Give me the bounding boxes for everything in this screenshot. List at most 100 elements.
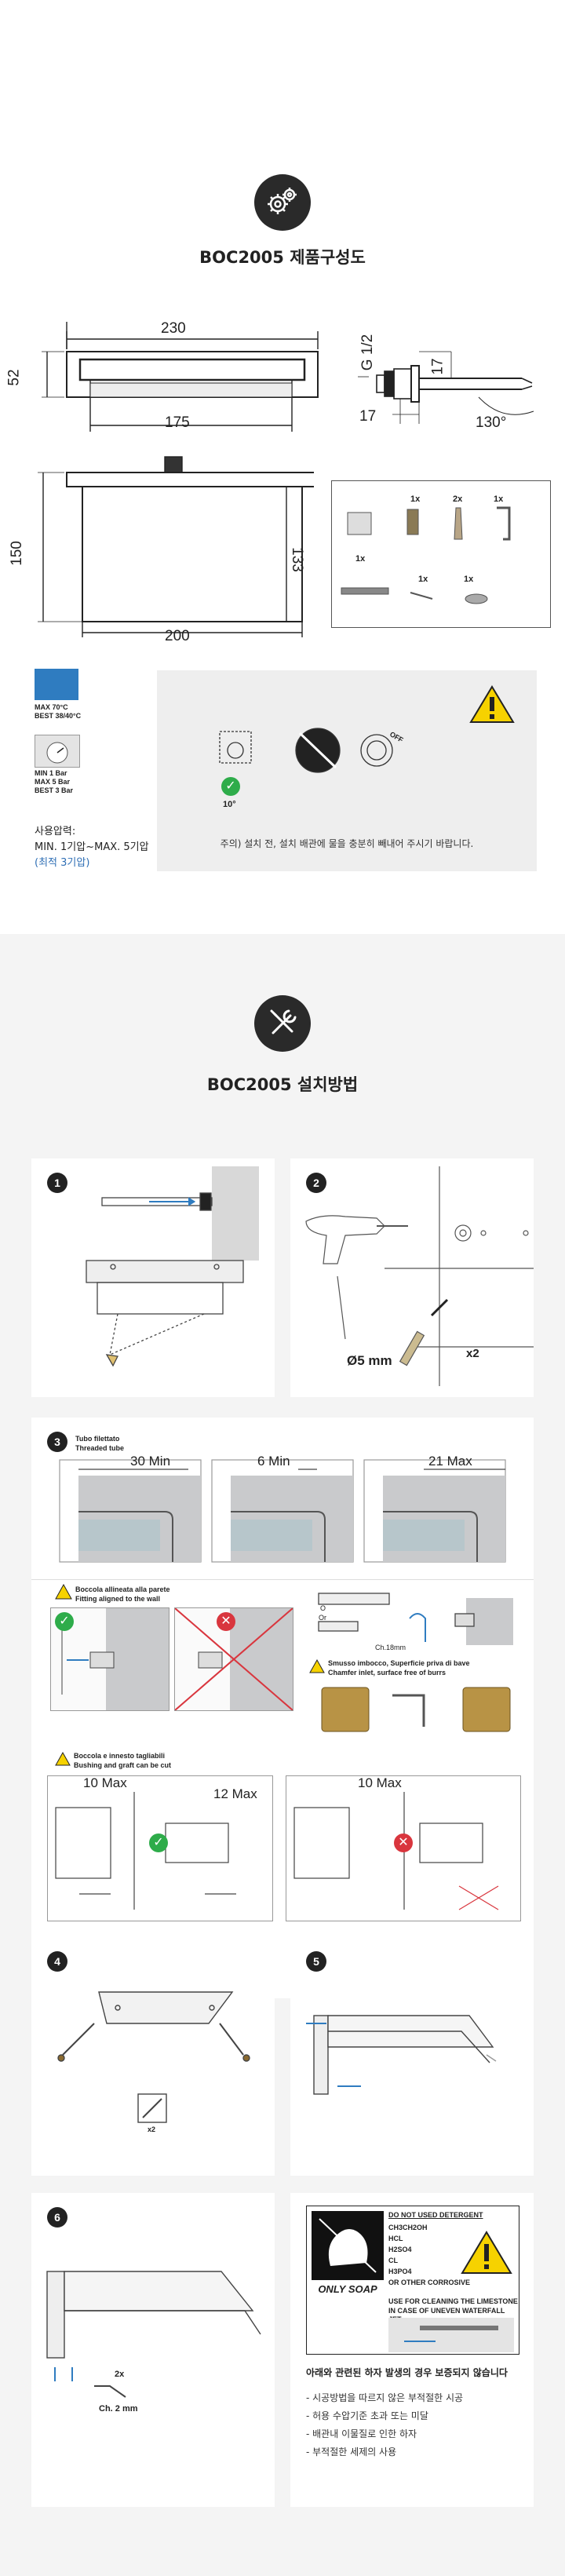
warning-small-icon-1 bbox=[55, 1584, 72, 1600]
notice-item-3: - 배관내 이물질로 인한 하자 bbox=[306, 2428, 417, 2439]
step-2-illustration bbox=[305, 1166, 534, 1386]
depth-label-2: 6 Min bbox=[257, 1454, 290, 1469]
part-qty-3: 1x bbox=[494, 494, 504, 504]
cut-label-en: Bushing and graft can be cut bbox=[74, 1761, 172, 1769]
depth-label-3: 21 Max bbox=[428, 1454, 472, 1469]
top-view-drawing bbox=[42, 322, 319, 432]
parts-box: 1x 2x 1x 1x 1x 1x bbox=[331, 480, 551, 628]
max-label-b: 12 Max bbox=[213, 1786, 257, 1801]
chemical-6: OR OTHER CORROSIVE bbox=[388, 2279, 471, 2286]
drill-size-label: Ø5 mm bbox=[347, 1353, 392, 1368]
wrench-diagram bbox=[318, 1593, 513, 1645]
chemical-4: CL bbox=[388, 2257, 398, 2264]
step-2-card: 2 Ø5 mm x2 bbox=[290, 1158, 534, 1397]
bar-line-1: MIN 1 Bar bbox=[35, 769, 67, 777]
dim-front-inner: 133 bbox=[288, 547, 305, 572]
maintenance-card: ONLY SOAP DO NOT USED DETERGENT CH3CH2OH… bbox=[290, 2193, 534, 2507]
cut-wrong-icon: ✕ bbox=[394, 1833, 413, 1852]
divider-line bbox=[31, 1579, 534, 1580]
do-not-title: DO NOT USED DETERGENT bbox=[388, 2211, 483, 2219]
chamfer-diagram bbox=[321, 1687, 511, 1732]
bushing-ok-icon: ✓ bbox=[55, 1612, 74, 1631]
bushing-wrong-icon: ✕ bbox=[217, 1612, 235, 1631]
screw-quantity: x2 bbox=[148, 2125, 156, 2133]
bar-line-3: BEST 3 Bar bbox=[35, 786, 74, 794]
step-6-illustration bbox=[46, 2271, 261, 2398]
bushing-label-it: Boccola allineata alla parete bbox=[75, 1585, 170, 1593]
tools-badge bbox=[254, 995, 311, 1052]
temperature-icon bbox=[35, 669, 78, 700]
chemical-3: H2SO4 bbox=[388, 2246, 412, 2253]
install-title: BOC2005 설치방법 bbox=[206, 1075, 359, 1094]
bushing-label-en: Fitting aligned to the wall bbox=[75, 1595, 160, 1603]
notice-item-1: - 시공방법을 따르지 않은 부적절한 시공 bbox=[306, 2392, 464, 2403]
temp-line-1: MAX 70°C bbox=[35, 703, 68, 711]
step-3-number: 3 bbox=[47, 1432, 67, 1452]
step-6-number: 6 bbox=[47, 2207, 67, 2228]
bushing-part-icon bbox=[406, 509, 419, 535]
tools-icon bbox=[270, 1009, 297, 1034]
pressure-gauge-icon bbox=[35, 735, 80, 768]
limestone-cleaning-icon bbox=[388, 2318, 514, 2352]
composition-title: BOC2005 제품구성도 bbox=[199, 248, 366, 267]
step-2-number: 2 bbox=[306, 1173, 326, 1193]
step-4-number: 4 bbox=[47, 1951, 67, 1972]
part-qty-4: 1x bbox=[355, 554, 366, 564]
step-3-card: 3 Tubo filettato Threaded tube bbox=[31, 1418, 534, 1998]
warning-triangle-icon bbox=[469, 685, 515, 723]
drain-illustrations bbox=[219, 728, 393, 773]
step-5-illustration bbox=[306, 2015, 497, 2095]
chemical-2: HCL bbox=[388, 2235, 403, 2242]
usage-pressure-range: MIN. 1기압~MAX. 5기압 bbox=[35, 841, 149, 853]
cut-ok-icon: ✓ bbox=[149, 1833, 168, 1852]
warning-angle: 10° bbox=[223, 800, 236, 809]
part-qty-5: 1x bbox=[418, 575, 428, 584]
part-qty-2: 2x bbox=[453, 494, 463, 504]
or-label-it: O bbox=[320, 1604, 326, 1612]
key-part-icon bbox=[410, 592, 433, 600]
ok-check-icon: ✓ bbox=[221, 777, 240, 796]
bushing-wrong-diagram bbox=[174, 1607, 293, 1711]
front-view-drawing bbox=[38, 456, 314, 637]
dim-height-left: 52 bbox=[5, 369, 23, 386]
gears-badge bbox=[254, 174, 311, 231]
detergent-panel: ONLY SOAP DO NOT USED DETERGENT CH3CH2OH… bbox=[306, 2206, 519, 2355]
dim-inner-width: 175 bbox=[165, 414, 190, 431]
max-label-a: 10 Max bbox=[83, 1775, 127, 1790]
usage-pressure-best: (최적 3기압) bbox=[35, 857, 90, 869]
plug-part-icon bbox=[454, 507, 463, 540]
caution-text: 주의) 설치 전, 설치 배관에 물을 충분히 빼내어 주시기 바랍니다. bbox=[220, 838, 474, 849]
warning-small-icon-3 bbox=[55, 1752, 71, 1766]
wrench-size-label: Ch.18mm bbox=[375, 1644, 406, 1651]
bar-line-2: MAX 5 Bar bbox=[35, 778, 71, 786]
gears-icon bbox=[268, 188, 297, 214]
depth-label-1: 30 Min bbox=[130, 1454, 171, 1469]
allen-key-size: Ch. 2 mm bbox=[99, 2404, 138, 2414]
bracket-part-icon bbox=[497, 506, 511, 541]
dim-thread: G 1/2 bbox=[359, 334, 377, 371]
max-label-c: 10 Max bbox=[358, 1775, 402, 1790]
cut-label-it: Boccola e innesto tagliabili bbox=[74, 1752, 166, 1760]
step-1-illustration bbox=[86, 1166, 259, 1367]
chemical-1: CH3CH2OH bbox=[388, 2224, 428, 2231]
tube-label-it: Tubo filettato bbox=[75, 1435, 120, 1443]
step-1-card: 1 bbox=[31, 1158, 275, 1397]
washer-part-icon bbox=[465, 593, 488, 604]
chamfer-label-it: Smusso imbocco, Superficie priva di bave bbox=[328, 1659, 470, 1667]
step-5-card: 5 bbox=[290, 1937, 534, 2176]
temp-line-2: BEST 38/40°C bbox=[35, 712, 82, 720]
composition-section: BOC2005 제품구성도 230 52 175 bbox=[0, 0, 565, 934]
gasket-part-icon bbox=[347, 512, 372, 535]
warning-small-icon-2 bbox=[309, 1659, 325, 1673]
usage-pressure-label: 사용압력: bbox=[35, 826, 76, 837]
or-label-en: Or bbox=[319, 1614, 326, 1622]
allen-key-quantity: 2x bbox=[115, 2370, 125, 2379]
plate-part-icon bbox=[341, 587, 389, 595]
chemical-5: H3PO4 bbox=[388, 2268, 412, 2275]
part-qty-6: 1x bbox=[464, 575, 474, 584]
dim-width-top: 230 bbox=[161, 320, 186, 337]
step-5-number: 5 bbox=[306, 1951, 326, 1972]
side-view-drawing bbox=[358, 351, 534, 424]
warning-triangle-icon-2 bbox=[461, 2231, 512, 2274]
hand-wash-icon bbox=[312, 2211, 384, 2280]
